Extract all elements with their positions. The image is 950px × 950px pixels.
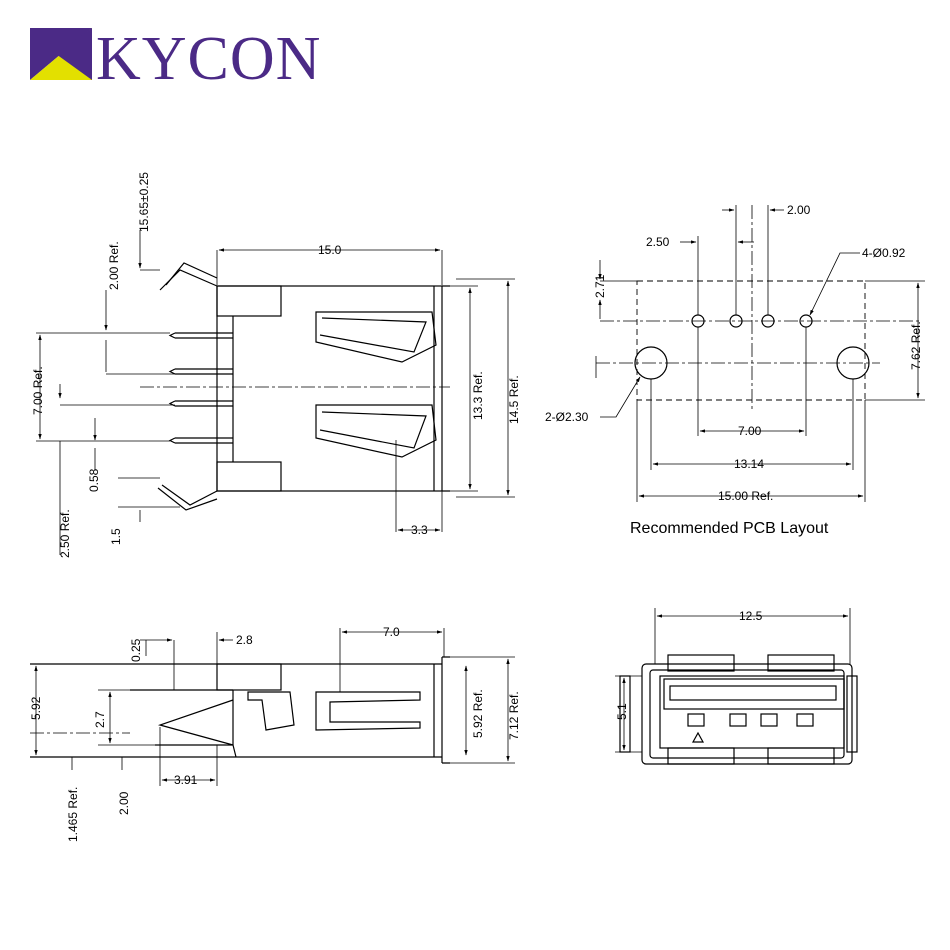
small-spring — [247, 691, 295, 731]
contact — [760, 713, 778, 727]
dim-3-3: 3.3 — [411, 523, 428, 537]
dim-2-50: 2.50 — [646, 235, 670, 249]
top-tab — [216, 663, 282, 691]
top-latch — [667, 654, 735, 672]
side-view: 15.0 15.65±0.25 2.00 Ref. 7.00 Ref. 2.50… — [31, 172, 521, 558]
bottom-latch — [667, 747, 735, 765]
dim-13-3-ref: 13.3 Ref. — [471, 371, 485, 420]
footprint-outline — [636, 280, 866, 401]
lower-spring — [315, 404, 437, 458]
dim-5-92-ref: 5.92 Ref. — [471, 689, 485, 738]
dim-7-0: 7.0 — [383, 625, 400, 639]
pcb-layout-caption: Recommended PCB Layout — [630, 520, 829, 537]
shell-outline — [641, 663, 853, 765]
large-spring — [315, 691, 421, 731]
pin-set — [168, 332, 233, 444]
warning-triangle — [691, 731, 705, 743]
dim-0-25: 0.25 — [129, 638, 143, 662]
dim-15-65: 15.65±0.25 — [137, 172, 151, 232]
tongue — [663, 678, 845, 710]
top-view: 0.25 2.8 7.0 5.92 2.7 5.92 Ref. 7.12 Ref… — [29, 625, 521, 842]
pin — [168, 437, 233, 444]
logo-wordmark: KYCON — [96, 25, 321, 93]
shell-leg — [157, 699, 234, 746]
lower-shell-leg — [161, 484, 218, 506]
bottom-latch — [767, 747, 835, 765]
dim-7-12-ref: 7.12 Ref. — [507, 691, 521, 740]
dim-12-5: 12.5 — [739, 609, 763, 623]
upper-shell-leg — [159, 269, 218, 291]
dim-14-5-ref: 14.5 Ref. — [507, 375, 521, 424]
dim-7-00-ref: 7.00 Ref. — [31, 366, 45, 415]
upper-spring — [315, 311, 437, 363]
front-view: 12.5 5.1 — [615, 608, 858, 765]
dim-0-58: 0.58 — [87, 468, 101, 492]
pin — [168, 400, 233, 407]
contact — [796, 713, 814, 727]
dim-2-00-ref: 2.00 Ref. — [107, 241, 121, 290]
dim-15-0: 15.0 — [318, 243, 342, 257]
dim-2-71: 2.71 — [593, 274, 607, 298]
pin — [168, 368, 233, 375]
dim-5-1: 5.1 — [615, 703, 629, 720]
dim-3-91: 3.91 — [174, 773, 198, 787]
dim-2-7: 2.7 — [93, 711, 107, 728]
lower-tab — [216, 461, 282, 492]
contact — [729, 713, 747, 727]
housing-outline — [216, 285, 443, 492]
kycon-logo: KYCON — [30, 25, 321, 93]
top-latch — [767, 654, 835, 672]
dim-2-00: 2.00 — [787, 203, 811, 217]
dim-2-8: 2.8 — [236, 633, 253, 647]
dim-4-holes: 4-Ø0.92 — [862, 246, 906, 260]
dim-15-00-ref: 15.00 Ref. — [718, 489, 773, 503]
pcb-layout: 2.00 2.50 2.71 4-Ø0.92 7.62 Ref. 2-Ø2.30… — [545, 203, 925, 537]
logo-purple-wedge — [56, 28, 92, 80]
dim-5-92: 5.92 — [29, 696, 43, 720]
dim-2-00-top: 2.00 — [117, 791, 131, 815]
dim-2-holes: 2-Ø2.30 — [545, 410, 589, 424]
dim-1-5: 1.5 — [109, 528, 123, 545]
dim-13-14: 13.14 — [734, 457, 764, 471]
dim-7-00: 7.00 — [738, 424, 762, 438]
dim-1-465-ref: 1.465 Ref. — [66, 787, 80, 842]
dim-7-62-ref: 7.62 Ref. — [909, 321, 923, 370]
dim-2-50-ref: 2.50 Ref. — [58, 509, 72, 558]
upper-tab — [216, 285, 282, 317]
contact — [687, 713, 705, 727]
pin — [168, 332, 233, 339]
